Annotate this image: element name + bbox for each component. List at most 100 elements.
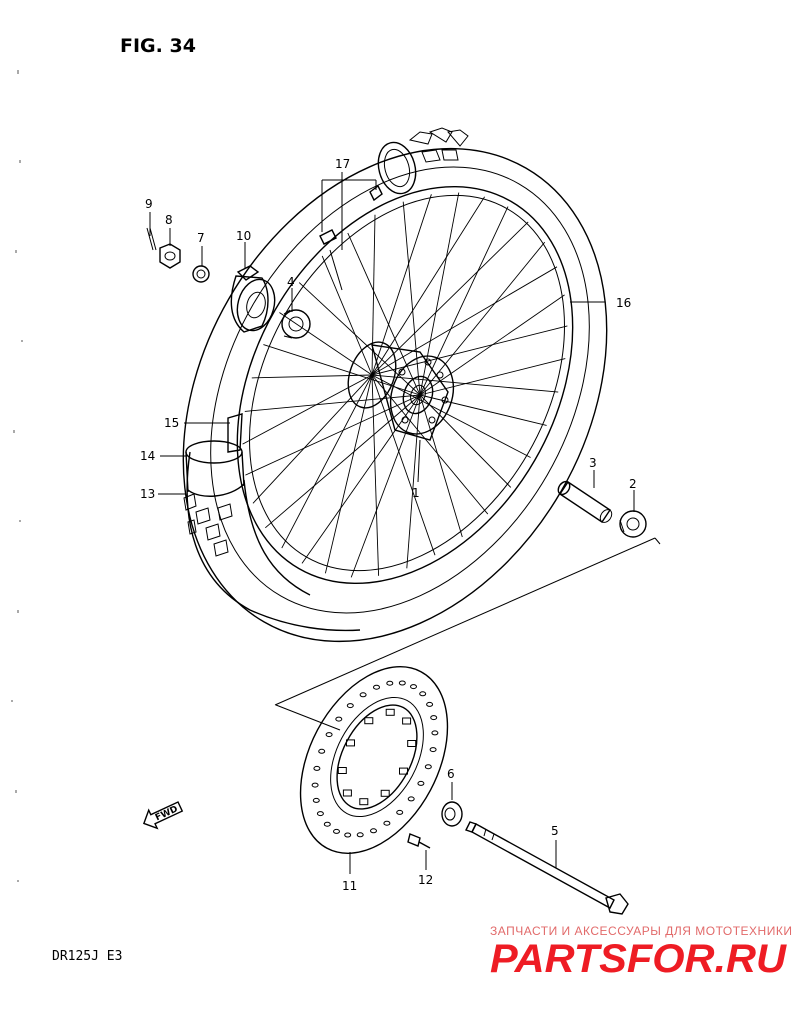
callout-5: 5 (551, 824, 559, 838)
disc-cutout (399, 767, 408, 775)
disc-hole (333, 828, 340, 834)
disc-cutout (337, 767, 347, 774)
disc-hole (356, 832, 364, 838)
disc-hole (429, 747, 437, 753)
spoke (371, 374, 559, 393)
spoke (419, 241, 546, 396)
callout-9: 9 (145, 197, 153, 211)
disc-hole (419, 691, 427, 697)
spoke (252, 374, 373, 504)
forward-direction-arrow: FWD (142, 801, 184, 830)
disc-hole (335, 716, 343, 722)
spoke (371, 221, 529, 376)
spoke (251, 374, 373, 379)
disc-hole (316, 811, 324, 817)
disc-hole (426, 701, 434, 707)
rim-outer (236, 185, 574, 585)
disc-cutout (342, 789, 352, 797)
disc-hole (359, 692, 367, 698)
callout-16: 16 (616, 296, 631, 310)
disc-hole (417, 780, 425, 786)
disc-hole (386, 680, 394, 686)
spoke (371, 266, 558, 376)
callout-12: 12 (418, 873, 433, 887)
tire-inner (210, 166, 590, 614)
disc-hole (344, 832, 352, 838)
disc-hole (312, 797, 320, 803)
disc-hole (407, 796, 415, 802)
callout-leader-lines (149, 172, 635, 874)
spoke (371, 194, 432, 376)
spoke (419, 206, 509, 396)
callout-7: 7 (197, 231, 205, 245)
callout-6: 6 (447, 767, 455, 781)
watermark-brand-logo: PARTSFOR.RU (490, 937, 787, 981)
wheel-bearing-right (619, 510, 647, 538)
disc-hole (430, 715, 438, 721)
callout-14: 14 (140, 449, 155, 463)
spoke (371, 374, 531, 458)
disc-vent-holes (311, 680, 439, 838)
disc-hole (323, 821, 331, 827)
cotter-pin (146, 227, 157, 251)
spoke (402, 201, 421, 396)
disc-hole (410, 684, 417, 690)
spoke (419, 394, 463, 538)
spoke (371, 374, 380, 576)
disc-cutout (402, 717, 412, 725)
figure-title: FIG. 34 (120, 35, 196, 57)
spoke (281, 374, 373, 549)
axle-spacer (557, 480, 613, 523)
callout-17: 17 (335, 157, 350, 171)
spoke (244, 394, 421, 412)
spoke (242, 374, 373, 445)
model-code: DR125J E3 (52, 949, 122, 964)
callout-13: 13 (140, 487, 155, 501)
spoke (301, 394, 421, 564)
disc-hole (383, 820, 391, 826)
callout-1: 1 (412, 486, 420, 500)
spoke (371, 374, 489, 515)
watermark-tagline: ЗАПЧАСТИ И АКСЕССУАРЫ ДЛЯ МОТОТЕХНИКИ (490, 924, 792, 938)
spoke (245, 394, 421, 476)
scan-margin-marks (11, 70, 23, 882)
callout-15: 15 (164, 416, 179, 430)
spoke (347, 232, 421, 396)
disc-hole (424, 764, 432, 770)
disc-hole (396, 809, 404, 815)
disc-hole (325, 732, 333, 738)
disc-hole (313, 765, 321, 771)
spoke (321, 255, 373, 376)
brake-disc (299, 666, 449, 854)
callout-2: 2 (629, 477, 637, 491)
disc-hole (318, 748, 326, 754)
disc-hole (370, 828, 377, 834)
spoke (371, 374, 436, 556)
spoke (298, 282, 421, 396)
tire-tread-detail-top (377, 127, 469, 195)
inner-tube-section (183, 413, 361, 632)
spoke (419, 394, 547, 426)
callout-8: 8 (165, 213, 173, 227)
spokes (242, 192, 568, 578)
spoke (371, 196, 485, 376)
spoke (406, 394, 421, 569)
callout-10: 10 (236, 229, 251, 243)
disc-hole (311, 782, 319, 788)
disc-cutout (359, 798, 369, 806)
spoke (419, 358, 566, 396)
spoke (350, 394, 421, 578)
assembly-guide-lines (274, 537, 661, 731)
wheel-bearing-left (281, 309, 311, 339)
spoke (371, 325, 568, 376)
spoke (265, 394, 421, 529)
tire-outer (182, 147, 608, 643)
disc-cutout (380, 789, 390, 797)
spoke (279, 312, 373, 376)
wheel-hub (347, 341, 455, 441)
front-axle (465, 821, 629, 915)
disc-hole (398, 680, 406, 686)
axle-collar (441, 801, 463, 827)
